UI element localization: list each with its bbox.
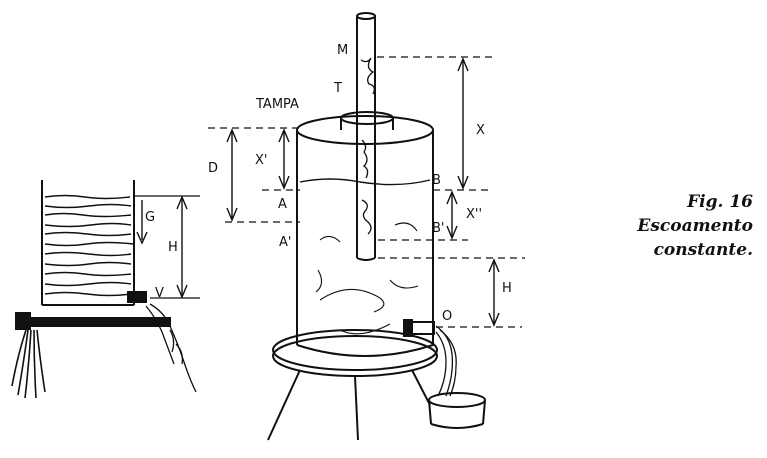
- stand-plate: [272, 329, 438, 371]
- cup-right: [482, 399, 486, 425]
- tripod-leg-right: [411, 369, 431, 406]
- x-arrow-bottom: [457, 175, 469, 190]
- outlet-pipe: [409, 321, 435, 335]
- shelf-clamp: [15, 312, 31, 330]
- stopper-top: [340, 111, 394, 125]
- cylinder-lid: [296, 115, 434, 145]
- label-tampa: TAMPA: [255, 97, 299, 112]
- valve-body: [127, 291, 147, 303]
- label-X-double-prime: X'': [466, 207, 482, 222]
- label-M: M: [337, 43, 348, 58]
- d-arrow-bottom: [226, 207, 238, 222]
- left-reservoir-apparatus: [11, 180, 200, 399]
- label-G: G: [145, 210, 155, 225]
- water-surface-line: [299, 178, 431, 186]
- label-B-prime: B': [432, 221, 445, 236]
- tank-water-texture: [44, 194, 134, 297]
- h-left-arrow-bottom: [176, 284, 188, 299]
- water-swirls: [315, 222, 419, 335]
- x-prime-arrow-bottom: [278, 175, 290, 190]
- dimension-lines: [208, 56, 525, 328]
- hanging-strands: [11, 329, 46, 399]
- cup-left: [428, 399, 432, 425]
- main-outflow-stream: [435, 325, 457, 397]
- g-arrow-head: [136, 231, 148, 245]
- label-V: V: [155, 286, 164, 301]
- label-X-prime: X': [255, 153, 267, 168]
- x-double-prime-arrow-top: [446, 190, 458, 205]
- x-arrow-top: [457, 57, 469, 72]
- label-B: B: [432, 173, 441, 188]
- h-right-arrow-top: [488, 258, 500, 273]
- cylinder-bottom: [296, 344, 434, 357]
- caption-line-1: Escoamento: [637, 216, 753, 236]
- label-A: A: [278, 197, 287, 212]
- tube-bubbles: [360, 57, 375, 235]
- support-shelf: [19, 317, 171, 327]
- label-H-left: H: [168, 240, 178, 255]
- x-prime-arrow-top: [278, 128, 290, 143]
- label-O: O: [442, 309, 452, 324]
- tube-top: [356, 12, 376, 20]
- h-right-arrow-bottom: [488, 312, 500, 327]
- figure-caption: Fig. 16 Escoamento constante.: [637, 190, 753, 262]
- caption-line-2: constante.: [653, 240, 753, 260]
- label-H-right: H: [502, 281, 512, 296]
- tube-bottom: [356, 257, 376, 261]
- tripod-leg-middle: [354, 375, 359, 441]
- left-outflow-stream: [145, 303, 197, 393]
- caption-fig-number: Fig. 16: [687, 192, 753, 212]
- label-A-prime: A': [279, 235, 291, 250]
- d-arrow-top: [226, 128, 238, 143]
- x-double-prime-arrow-bottom: [446, 225, 458, 240]
- cup-bottom: [430, 423, 484, 429]
- h-left-arrow-top: [176, 195, 188, 210]
- label-D: D: [208, 161, 218, 176]
- label-X: X: [476, 123, 485, 138]
- tripod-leg-left: [267, 369, 301, 441]
- cup-rim: [428, 392, 486, 408]
- dimension-arrows: [226, 57, 500, 327]
- label-T: T: [333, 81, 342, 96]
- outlet-flange: [403, 319, 413, 337]
- mariotte-bottle: [267, 12, 486, 441]
